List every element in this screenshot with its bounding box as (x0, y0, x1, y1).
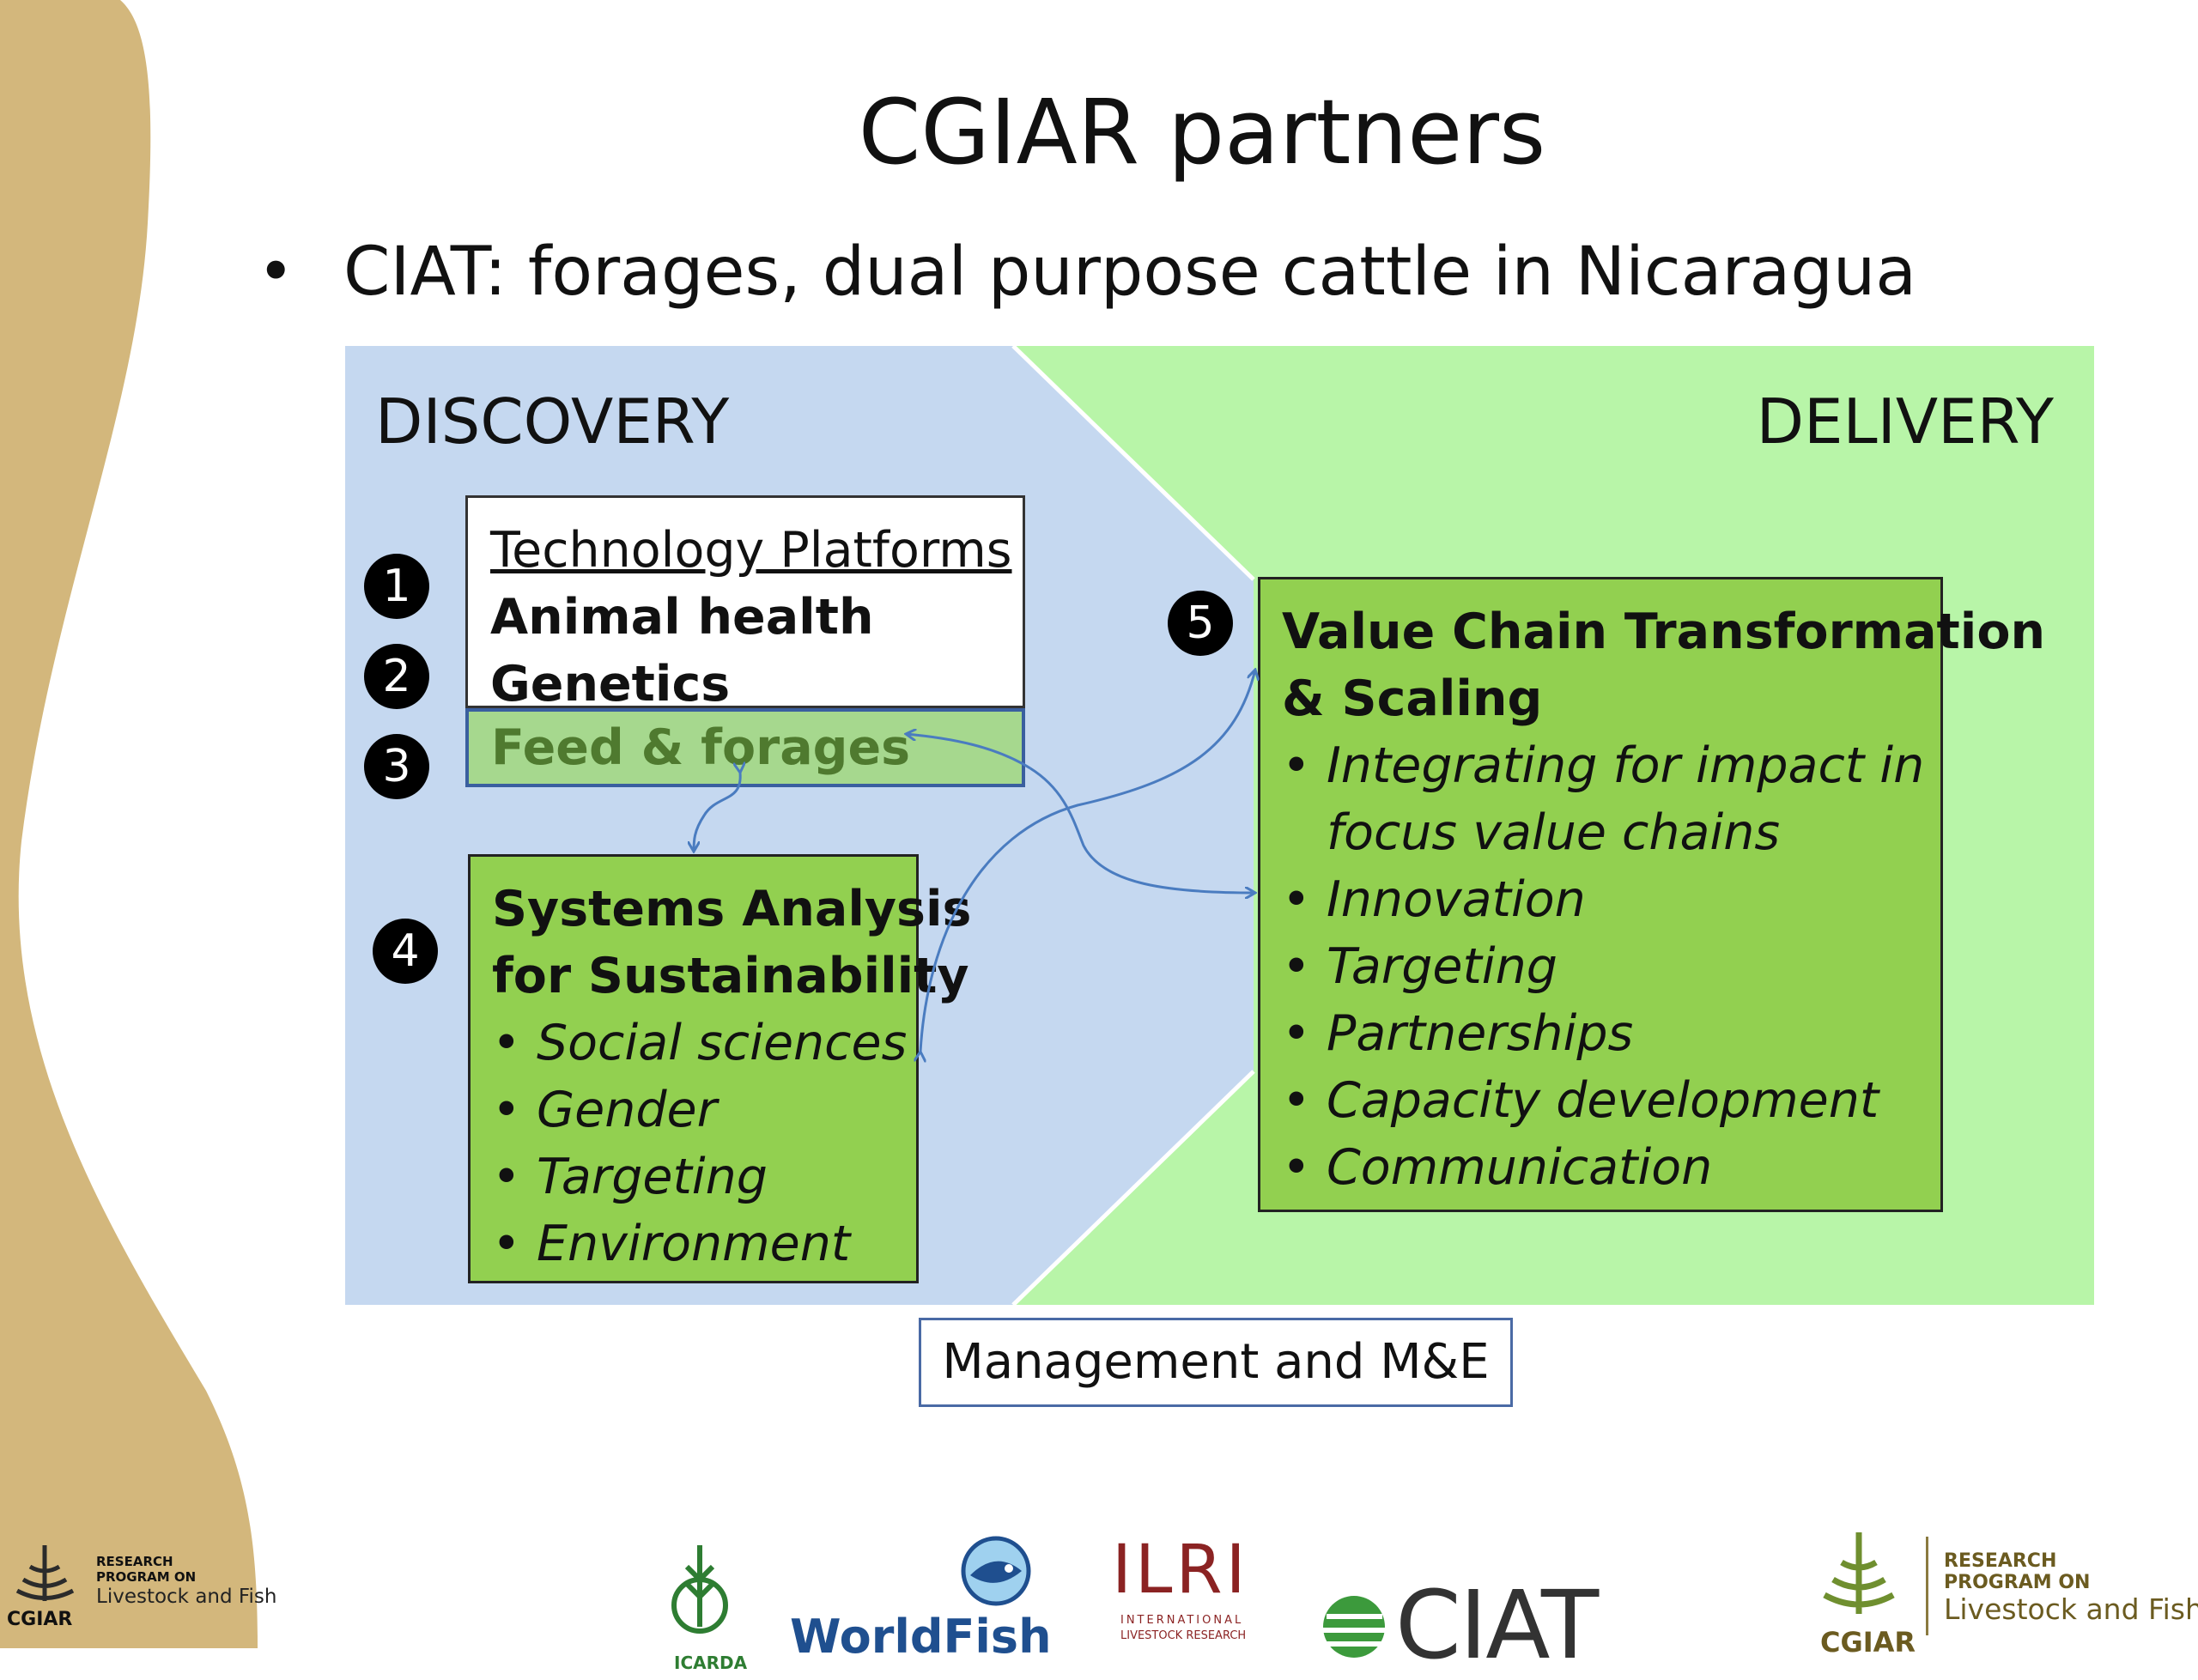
bullet-marker: • (258, 235, 294, 307)
logo-divider (1926, 1537, 1928, 1635)
step-number-3: 3 (364, 734, 429, 799)
step-number-5: 5 (1168, 591, 1233, 656)
discovery-divider-top (1011, 346, 1255, 581)
list-item: Social sciences (492, 1010, 916, 1077)
list-item: Targeting (1282, 933, 1940, 1000)
step-number-2: 2 (364, 644, 429, 709)
value-chain-list: Integrating for impact in focus value ch… (1282, 732, 1940, 1201)
list-item: Integrating for impact in (1282, 732, 1940, 799)
slide-title: CGIAR partners (858, 80, 1546, 185)
list-item: Targeting (492, 1143, 916, 1210)
worldfish-fish-icon (961, 1536, 1031, 1606)
ciat-globe-icon (1323, 1596, 1385, 1658)
cgiar-wheat-large-icon (1823, 1532, 1895, 1614)
slide-bullet-text: CIAT: forages, dual purpose cattle in Ni… (343, 234, 1917, 311)
worldfish-wordmark: WorldFish (790, 1610, 1052, 1664)
systems-analysis-title-line-2: for Sustainability (492, 948, 969, 1004)
systems-analysis-list: Social sciences Gender Targeting Environ… (492, 1010, 916, 1277)
icarda-wordmark: ICARDA (674, 1653, 748, 1673)
ilri-subtitle-line-2: LIVESTOCK RESEARCH (1120, 1629, 1247, 1642)
feed-forages-box: Feed & forages (465, 708, 1025, 787)
ilri-wordmark: ILRI (1112, 1531, 1249, 1609)
systems-analysis-box: Systems Analysis for Sustainability Soci… (468, 854, 972, 1283)
research-program-small-line-3: Livestock and Fish (96, 1586, 277, 1608)
genetics-label: Genetics (490, 656, 731, 713)
cgiar-small-wordmark: CGIAR (7, 1609, 73, 1630)
list-item: Gender (492, 1077, 916, 1143)
step-number-4: 4 (373, 919, 438, 984)
research-program-large-line-3: Livestock and Fish (1944, 1592, 2198, 1626)
discovery-divider-bottom (1011, 1070, 1255, 1305)
management-box: Management and M&E (919, 1318, 1513, 1407)
discovery-label: DISCOVERY (375, 385, 730, 458)
icarda-emblem-icon (671, 1545, 728, 1634)
research-program-small-line-1: RESEARCH (96, 1554, 173, 1569)
left-decorative-band (0, 0, 258, 1648)
ciat-wordmark: CIAT (1395, 1570, 1599, 1680)
value-chain-title-line-2: & Scaling (1282, 670, 1543, 727)
cgiar-wheat-icon (15, 1545, 75, 1601)
list-item-continuation: focus value chains (1327, 804, 1781, 861)
value-chain-box: Value Chain Transformation & Scaling Int… (1258, 577, 2046, 1212)
list-item: Communication (1282, 1134, 1940, 1201)
step-number-1: 1 (364, 554, 429, 619)
technology-platforms-box: Technology Platforms Animal health Genet… (465, 495, 1025, 713)
list-item: Innovation (1282, 866, 1940, 933)
research-program-small-line-2: PROGRAM ON (96, 1569, 197, 1585)
delivery-label: DELIVERY (1756, 385, 2054, 458)
animal-health-label: Animal health (490, 589, 874, 646)
research-program-large-line-2: PROGRAM ON (1944, 1572, 2091, 1593)
research-program-large-line-1: RESEARCH (1944, 1550, 2057, 1572)
list-item: Partnerships (1282, 1000, 1940, 1067)
cgiar-large-wordmark: CGIAR (1820, 1626, 1916, 1659)
technology-platforms-heading: Technology Platforms (490, 522, 1012, 579)
list-item: Environment (492, 1210, 916, 1277)
value-chain-title-line-1: Value Chain Transformation (1282, 603, 2046, 660)
ilri-subtitle-line-1: INTERNATIONAL (1120, 1614, 1244, 1627)
list-item: Capacity development (1282, 1067, 1940, 1134)
systems-analysis-title-line-1: Systems Analysis (492, 881, 972, 937)
